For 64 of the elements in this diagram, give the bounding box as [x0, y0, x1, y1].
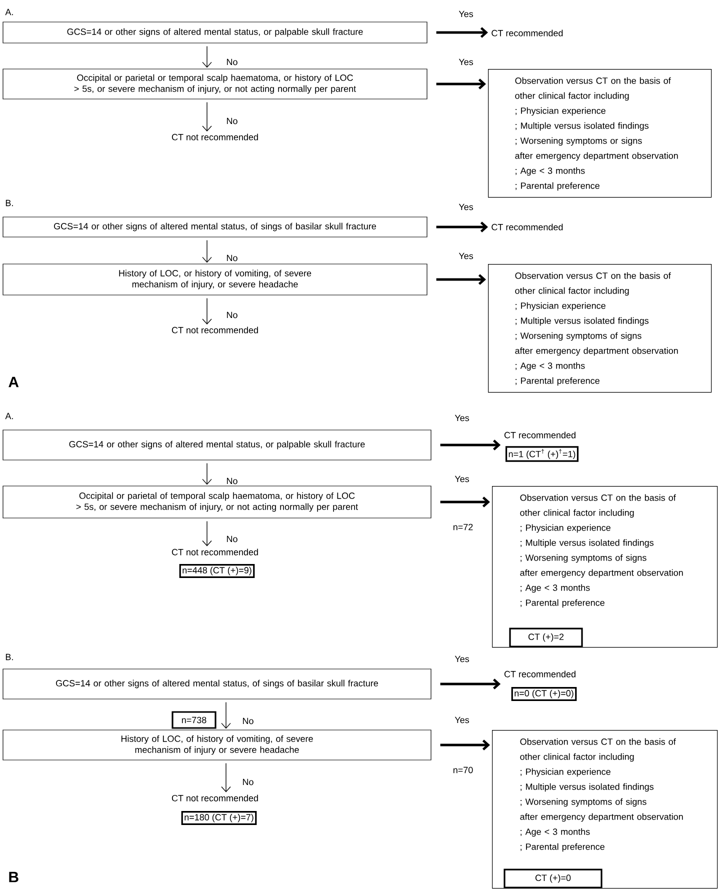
count-label: n=70	[453, 766, 473, 774]
edge-label: No	[227, 58, 238, 66]
node-label: CT not recommended	[172, 548, 258, 556]
count-label: n=72	[453, 524, 473, 530]
edge-label: No	[227, 312, 238, 318]
arrow	[202, 462, 212, 485]
edge-label: Yes	[454, 656, 470, 662]
panel-label: B.	[6, 654, 13, 660]
arrow	[440, 496, 490, 508]
outcome-box: CT not recommended n=180 (CT (+)=7)	[172, 794, 258, 825]
outcome-box: CT recommended n=0 (CT (+)=0)	[504, 670, 577, 701]
panel-letter: B	[9, 872, 18, 882]
observation-box: Observation versus CT on the basis of other clinical factor including ; Physician experience ; Multiple versus isolated findings ; Worsening symptoms or signs after emergency department observation ; Age < 3 months ; Parental preference	[488, 69, 712, 198]
criterion-box: Occipital or parietal of temporal scalp haematoma, or history of LOC > 5s, or severe mechanism of injury, or not acting normally per parent	[2, 486, 432, 518]
edge-label: No	[243, 718, 254, 724]
arrow	[202, 240, 212, 263]
node-label: CT not recommended	[172, 794, 258, 802]
criterion-box: GCS=14 or other signs of altered mental status, or palpable skull fracture	[2, 22, 428, 44]
panel-label: A.	[5, 412, 13, 420]
arrow	[436, 274, 486, 285]
node-label: CT recommended	[504, 432, 576, 438]
arrow	[436, 222, 488, 232]
criterion-box: History of LOC, of history of vomiting, of severe mechanism of injury or severe headache	[2, 730, 432, 760]
edge-label: Yes	[458, 58, 474, 66]
arrow	[436, 27, 488, 38]
edge-label: No	[227, 536, 238, 542]
panel-letter: A	[8, 376, 19, 388]
arrow	[202, 520, 212, 546]
count-box: CT (+)=2	[509, 628, 583, 648]
outcome-box: CT not recommended n=448 (CT (+)=9)	[172, 548, 258, 578]
arrow	[436, 78, 486, 90]
node-label: CT recommended	[504, 670, 576, 678]
edge-label: No	[227, 478, 238, 484]
edge-label: Yes	[454, 414, 470, 422]
outcome-box: CT recommended n=1 (CT$^{†}$ (+)$^{†}$=1)	[504, 432, 579, 462]
arrow	[202, 46, 212, 68]
arrow	[440, 678, 501, 690]
criterion-box: GCS=14 or other signs of altered mental status, of sings of basilar skull fracture	[2, 216, 428, 238]
arrow	[440, 440, 501, 450]
edge-label: Yes	[458, 252, 474, 260]
criterion-box: GCS=14 or other signs of altered mental status, or palpable skull fracture	[2, 430, 432, 460]
outcome-text: CT not recommended	[172, 134, 258, 140]
edge-label: Yes	[454, 476, 470, 482]
count-box: CT (+)=0	[504, 868, 602, 888]
arrow	[440, 740, 490, 750]
edge-label: Yes	[454, 716, 470, 724]
criterion-box: GCS=14 or other signs of altered mental status, of sings of basilar skull fracture	[2, 668, 432, 700]
outcome-text: CT recommended	[492, 30, 563, 36]
observation-box: Observation versus CT on the basis of other clinical factor including ; Physician experience ; Multiple versus isolated findings ; Worsening symptoms of signs after emergency department observation ; Age < 3 months ; Parental preference	[488, 264, 712, 393]
edge-label: Yes	[458, 10, 474, 18]
criterion-box: History of LOC, or history of vomiting, of severe mechanism of injury, or severe headache	[2, 264, 428, 296]
panel-label: B.	[6, 200, 13, 206]
count-box: n=738	[172, 711, 216, 729]
arrow	[221, 762, 231, 792]
arrow	[202, 102, 212, 132]
edge-label: No	[227, 254, 238, 262]
edge-label: No	[227, 118, 238, 124]
edge-label: No	[243, 778, 254, 786]
outcome-text: CT not recommended	[172, 326, 258, 334]
arrow	[202, 298, 212, 324]
arrow	[221, 702, 231, 729]
criterion-box: Occipital or parietal or temporal scalp haematoma, or history of LOC > 5s, or severe mechanism of injury, or not acting normally per parent	[2, 68, 428, 100]
outcome-text: CT recommended	[492, 224, 563, 230]
edge-label: Yes	[458, 204, 474, 210]
